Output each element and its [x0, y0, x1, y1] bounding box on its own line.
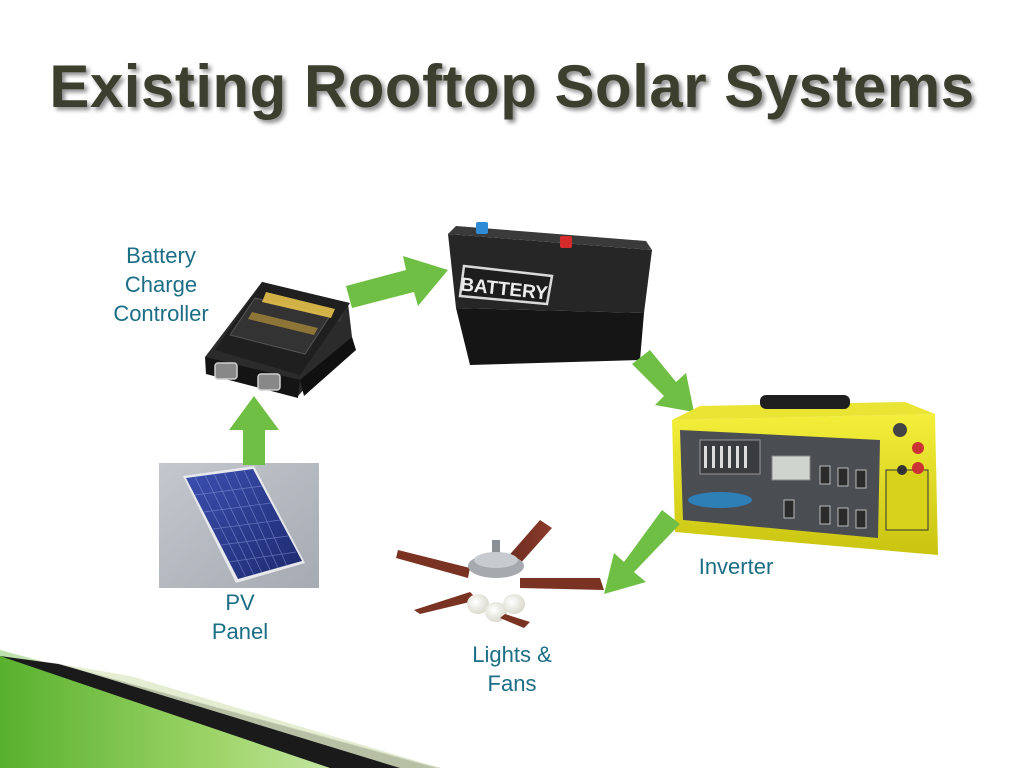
label-charge-controller-line-2: Charge — [124, 272, 198, 297]
arrow-controller-to-battery — [346, 256, 448, 308]
label-charge-controller-line-3: Controller — [113, 301, 209, 326]
label-pv-panel-line-2: Panel — [211, 619, 269, 644]
label-charge-controller-line-1: Battery — [126, 243, 196, 268]
slide-title: Existing Rooftop Solar Systems — [49, 53, 975, 120]
inverter-image — [672, 395, 938, 555]
pv-panel-image — [159, 463, 319, 588]
battery-image: BATTERY — [448, 222, 652, 365]
label-inverter: Inverter — [698, 554, 774, 579]
ceiling-fan-image — [396, 520, 604, 628]
label-lights-fans: Lights & Fans — [452, 640, 572, 698]
label-charge-controller: Battery Charge Controller — [96, 241, 226, 328]
decorative-swoosh — [0, 650, 440, 768]
arrow-inverter-to-loads — [604, 510, 680, 594]
label-lights-fans-line-2: Fans — [487, 671, 537, 696]
label-pv-panel: PV Panel — [188, 588, 292, 646]
arrow-battery-to-inverter — [632, 350, 694, 412]
charge-controller-image — [205, 282, 356, 398]
arrow-pv-to-controller — [229, 396, 279, 465]
label-pv-panel-line-1: PV — [225, 590, 255, 615]
label-lights-fans-line-1: Lights & — [472, 642, 552, 667]
